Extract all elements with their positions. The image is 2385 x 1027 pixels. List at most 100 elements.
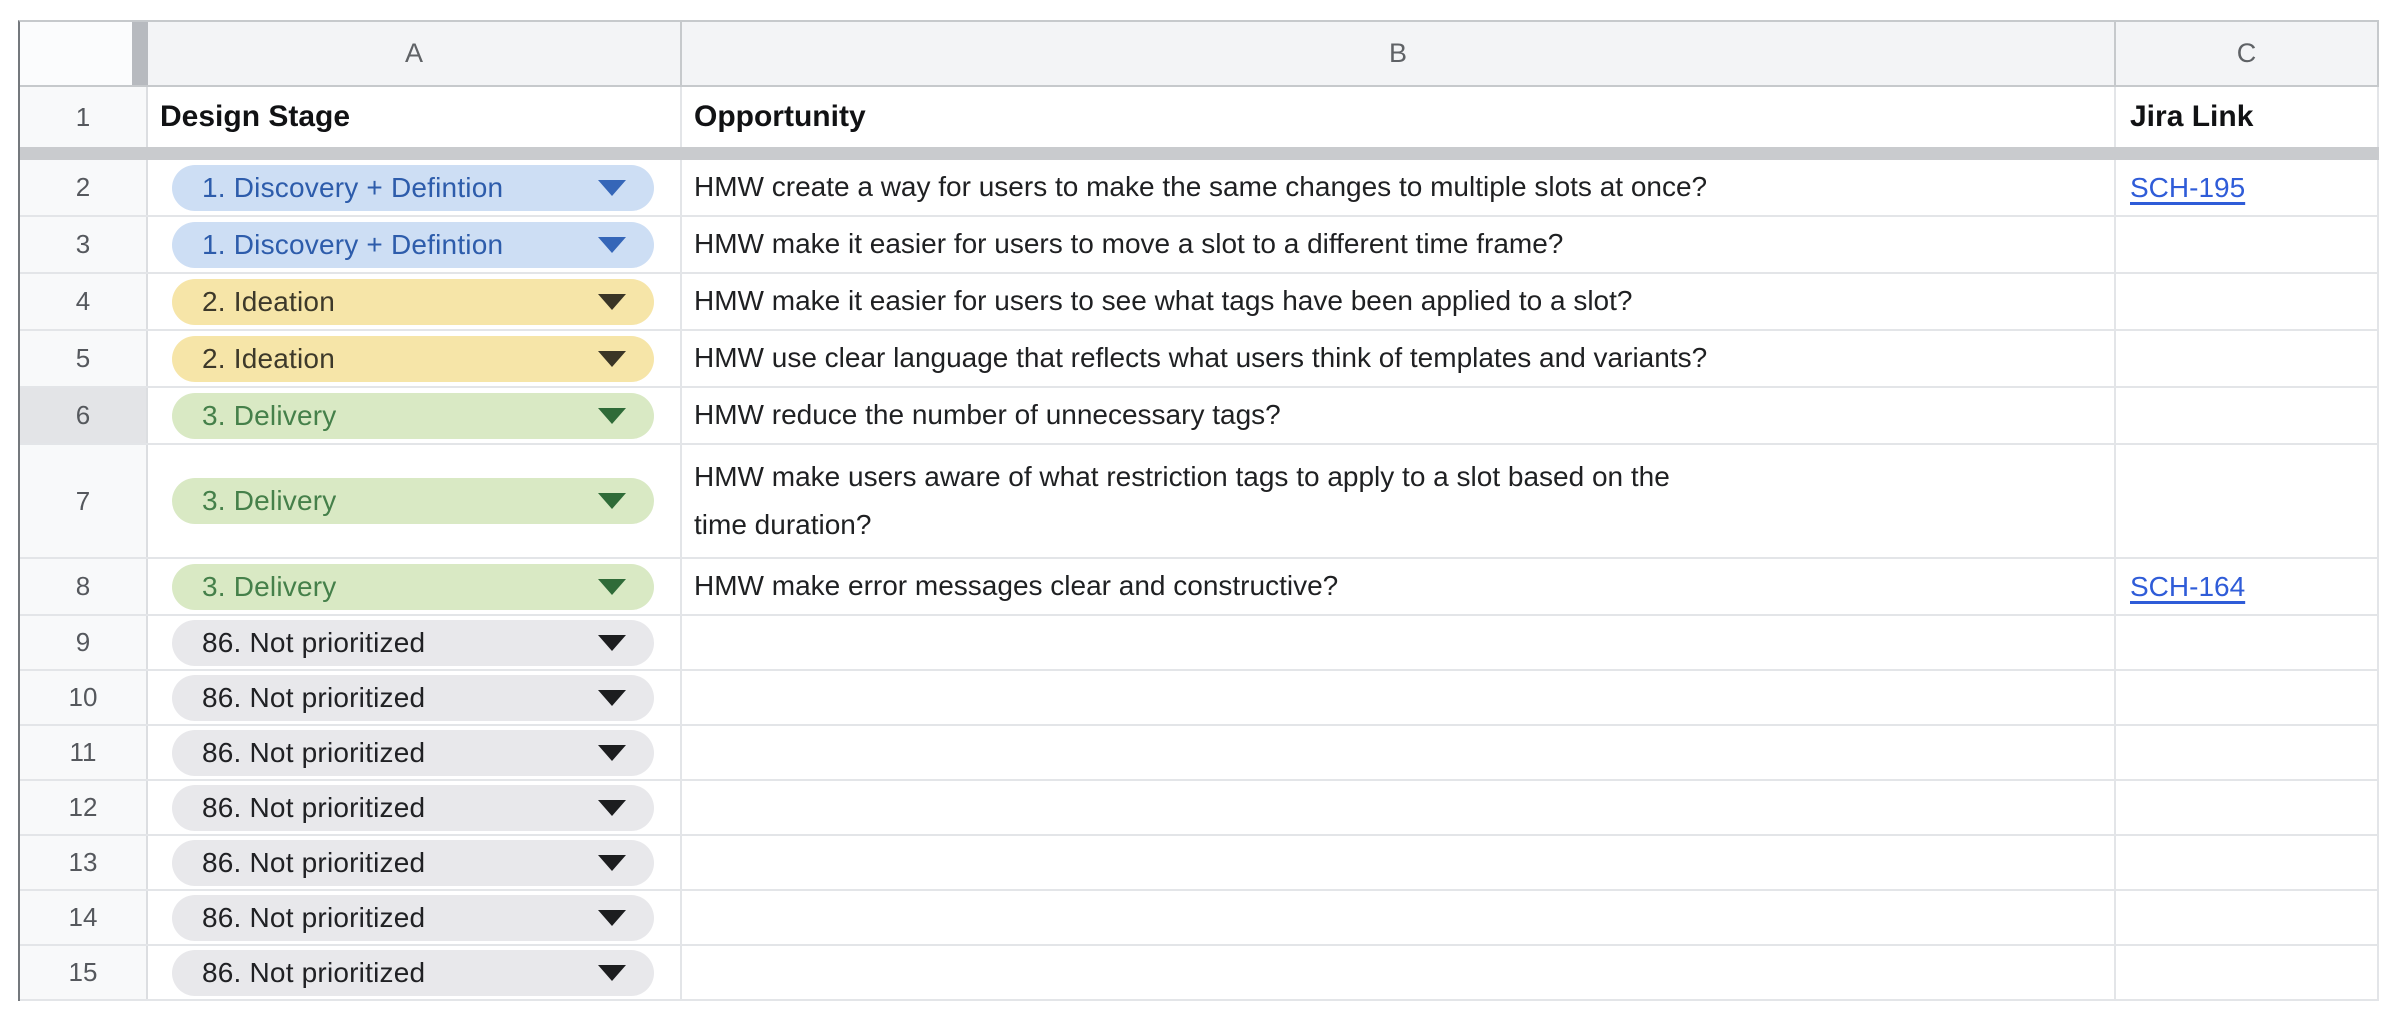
row-number[interactable]: 2 [20,160,148,215]
design-stage-cell[interactable]: 86. Not prioritized [148,781,682,834]
opportunity-cell[interactable] [682,616,2116,669]
jira-link-header-cell[interactable]: Jira Link [2116,87,2379,147]
column-header-a[interactable]: A [148,22,682,85]
jira-link-cell[interactable] [2116,726,2379,779]
sheet-row: 7 3. Delivery HMW make users aware of wh… [20,445,2379,559]
design-stage-cell[interactable]: 86. Not prioritized [148,726,682,779]
row-number[interactable]: 14 [20,891,148,944]
column-header-c[interactable]: C [2116,22,2379,85]
opportunity-cell[interactable] [682,726,2116,779]
column-header-b[interactable]: B [682,22,2116,85]
opportunity-cell[interactable]: HMW make error messages clear and constr… [682,559,2116,614]
design-stage-cell[interactable]: 2. Ideation [148,274,682,329]
jira-link[interactable]: SCH-195 [2130,171,2246,203]
opportunity-cell[interactable]: HMW use clear language that reflects wha… [682,331,2116,386]
stage-dropdown-chip[interactable]: 86. Not prioritized [172,894,654,941]
stage-dropdown-chip[interactable]: 86. Not prioritized [172,784,654,831]
jira-link-cell[interactable] [2116,445,2379,557]
stage-dropdown-chip[interactable]: 1. Discovery + Defintion [172,164,654,211]
stage-dropdown-chip[interactable]: 86. Not prioritized [172,949,654,996]
freeze-row-divider[interactable] [20,147,2379,160]
design-stage-cell[interactable]: 3. Delivery [148,445,682,557]
opportunity-cell[interactable] [682,891,2116,944]
stage-dropdown-chip[interactable]: 2. Ideation [172,278,654,325]
jira-link-cell[interactable] [2116,388,2379,443]
row-number[interactable]: 11 [20,726,148,779]
opportunity-cell[interactable]: HMW make it easier for users to move a s… [682,217,2116,272]
freeze-column-handle[interactable] [132,22,148,85]
sheet-row: 3 1. Discovery + Defintion HMW make it e… [20,217,2379,274]
stage-dropdown-chip[interactable]: 86. Not prioritized [172,619,654,666]
opportunity-cell[interactable]: HMW make it easier for users to see what… [682,274,2116,329]
jira-link-cell[interactable] [2116,274,2379,329]
stage-label: 86. Not prioritized [202,901,426,933]
design-stage-cell[interactable]: 86. Not prioritized [148,836,682,889]
jira-link-cell[interactable] [2116,946,2379,999]
opportunity-cell[interactable]: HMW make users aware of what restriction… [682,445,2116,557]
jira-link-cell[interactable]: SCH-164 [2116,559,2379,614]
chevron-down-icon [598,799,626,816]
jira-link-cell[interactable] [2116,836,2379,889]
jira-link-cell[interactable]: SCH-195 [2116,160,2379,215]
design-stage-cell[interactable]: 1. Discovery + Defintion [148,217,682,272]
row-number[interactable]: 12 [20,781,148,834]
chevron-down-icon [598,293,626,310]
chevron-down-icon [598,493,626,509]
stage-dropdown-chip[interactable]: 2. Ideation [172,335,654,382]
stage-label: 86. Not prioritized [202,736,426,768]
row-number[interactable]: 5 [20,331,148,386]
stage-dropdown-chip[interactable]: 86. Not prioritized [172,729,654,776]
row-number[interactable]: 13 [20,836,148,889]
row-number[interactable]: 1 [20,87,148,147]
design-stage-cell[interactable]: 86. Not prioritized [148,671,682,724]
row-number[interactable]: 3 [20,217,148,272]
jira-link[interactable]: SCH-164 [2130,570,2246,602]
jira-link-cell[interactable] [2116,331,2379,386]
opportunity-cell[interactable]: HMW create a way for users to make the s… [682,160,2116,215]
opportunity-header-cell[interactable]: Opportunity [682,87,2116,147]
stage-label: 1. Discovery + Defintion [202,228,504,260]
select-all-button[interactable] [20,22,132,85]
design-stage-cell[interactable]: 86. Not prioritized [148,616,682,669]
chevron-down-icon [598,407,626,424]
opportunity-cell[interactable]: HMW reduce the number of unnecessary tag… [682,388,2116,443]
stage-dropdown-chip[interactable]: 3. Delivery [172,478,654,524]
row-number[interactable]: 4 [20,274,148,329]
row-number[interactable]: 8 [20,559,148,614]
opportunity-cell[interactable] [682,781,2116,834]
stage-dropdown-chip[interactable]: 86. Not prioritized [172,674,654,721]
design-stage-header-cell[interactable]: Design Stage [148,87,682,147]
row-number[interactable]: 6 [20,388,148,443]
chevron-down-icon [598,689,626,706]
design-stage-cell[interactable]: 2. Ideation [148,331,682,386]
sheet-row: 2 1. Discovery + Defintion HMW create a … [20,160,2379,217]
jira-link-cell[interactable] [2116,217,2379,272]
opportunity-cell[interactable] [682,671,2116,724]
opportunity-cell[interactable] [682,836,2116,889]
design-stage-cell[interactable]: 3. Delivery [148,559,682,614]
jira-link-cell[interactable] [2116,781,2379,834]
design-stage-cell[interactable]: 86. Not prioritized [148,946,682,999]
design-stage-cell[interactable]: 3. Delivery [148,388,682,443]
row-number[interactable]: 7 [20,445,148,557]
stage-label: 3. Delivery [202,570,337,602]
chevron-down-icon [598,578,626,595]
stage-dropdown-chip[interactable]: 3. Delivery [172,563,654,610]
design-stage-cell[interactable]: 86. Not prioritized [148,891,682,944]
spreadsheet-grid: A B C 1 Design Stage Opportunity Jira Li… [18,20,2379,1001]
stage-dropdown-chip[interactable]: 86. Not prioritized [172,839,654,886]
design-stage-cell[interactable]: 1. Discovery + Defintion [148,160,682,215]
stage-dropdown-chip[interactable]: 1. Discovery + Defintion [172,221,654,268]
row-number[interactable]: 10 [20,671,148,724]
stage-label: 86. Not prioritized [202,626,426,658]
opportunity-cell[interactable] [682,946,2116,999]
row-number[interactable]: 15 [20,946,148,999]
stage-dropdown-chip[interactable]: 3. Delivery [172,392,654,439]
stage-label: 1. Discovery + Defintion [202,171,504,203]
stage-label: 3. Delivery [202,485,337,516]
jira-link-cell[interactable] [2116,671,2379,724]
jira-link-cell[interactable] [2116,616,2379,669]
jira-link-cell[interactable] [2116,891,2379,944]
row-number[interactable]: 9 [20,616,148,669]
sheet-row: 13 86. Not prioritized [20,836,2379,891]
